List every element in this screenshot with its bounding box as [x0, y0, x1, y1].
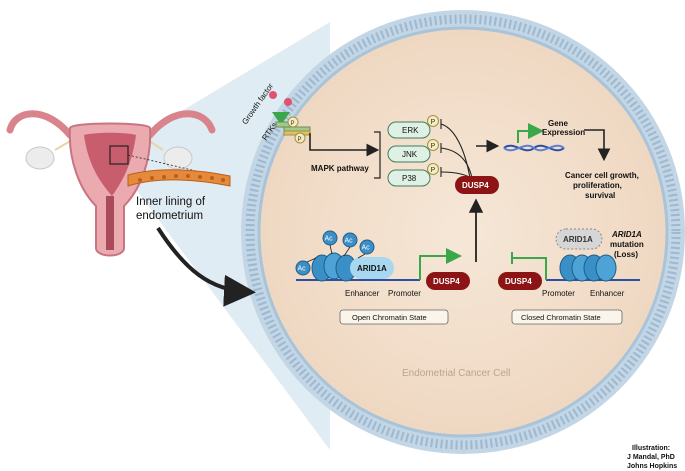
svg-text:P: P	[298, 137, 302, 143]
closed-enhancer-label: Enhancer	[590, 289, 625, 298]
open-chromatin: ARID1A Ac Ac Ac Ac	[295, 230, 462, 282]
dusp4-inhibition-lines	[440, 119, 475, 181]
jnk-node: JNK P	[387, 139, 439, 163]
svg-text:JNK: JNK	[402, 150, 418, 159]
svg-text:Ac: Ac	[345, 238, 354, 245]
kinase-bracket	[374, 131, 381, 179]
outcome-label-1: Cancer cell growth,	[565, 171, 639, 180]
svg-text:P: P	[431, 119, 436, 126]
erk-node: ERK P	[387, 115, 439, 139]
mutation-label-2: mutation	[610, 240, 644, 249]
svg-text:DUSP4: DUSP4	[433, 277, 460, 286]
credit-line-1: Illustration:	[632, 445, 670, 452]
svg-text:Closed Chromatin State: Closed Chromatin State	[521, 313, 601, 322]
dusp4-open-gene: DUSP4	[426, 272, 470, 290]
svg-text:ERK: ERK	[402, 126, 419, 135]
zoom-box	[109, 145, 129, 165]
uterus-icon	[6, 110, 227, 257]
cancer-cell	[241, 10, 685, 454]
svg-text:P: P	[431, 143, 436, 150]
credit-line-3: Johns Hopkins	[627, 463, 677, 470]
inner-lining-label-2: endometrium	[136, 210, 203, 222]
dusp4-cytoplasm: DUSP4	[455, 176, 499, 194]
p38-node: P38 P	[387, 163, 439, 187]
gene-promoter-arrow	[517, 123, 544, 143]
nucleosome-icon	[559, 254, 617, 282]
cell-name-label: Endometrial Cancer Cell	[402, 368, 510, 379]
mutation-label-1: ARID1A	[611, 230, 642, 239]
open-state-box: Open Chromatin State	[339, 309, 449, 325]
dusp4-closed-gene: DUSP4	[498, 272, 542, 290]
mapk-pathway-label: MAPK pathway	[311, 164, 369, 173]
mutation-label-3: (Loss)	[614, 250, 638, 259]
gene-expression-label-2: Expression	[542, 128, 585, 137]
growth-factor-icon	[269, 91, 292, 125]
svg-text:P: P	[291, 121, 295, 127]
svg-text:P: P	[431, 167, 436, 174]
dna-helix-icon	[503, 144, 565, 152]
svg-text:DUSP4: DUSP4	[505, 277, 532, 286]
rtk-to-mapk-arrow	[309, 133, 380, 157]
closed-state-box: Closed Chromatin State	[511, 309, 623, 325]
svg-text:DUSP4: DUSP4	[462, 181, 489, 190]
nucleosome-icon	[311, 252, 357, 282]
svg-text:Ac: Ac	[298, 266, 307, 273]
inner-lining-label-1: Inner lining of	[136, 196, 206, 208]
svg-text:P38: P38	[402, 174, 417, 183]
svg-text:Ac: Ac	[325, 236, 334, 243]
gene-expression-label-1: Gene	[548, 119, 569, 128]
endometrium-tissue-icon	[127, 169, 231, 187]
outcome-label-2: proliferation,	[573, 181, 622, 190]
closed-chromatin: ARID1A	[511, 228, 640, 282]
svg-text:ARID1A: ARID1A	[563, 235, 593, 244]
receptor-icon: P P	[275, 116, 311, 144]
open-enhancer-label: Enhancer	[345, 289, 380, 298]
svg-text:Open Chromatin State: Open Chromatin State	[352, 313, 427, 322]
svg-text:Ac: Ac	[362, 245, 371, 252]
closed-promoter-label: Promoter	[542, 289, 575, 298]
outcome-label-3: survival	[585, 191, 615, 200]
credit-line-2: J Mandal, PhD	[627, 454, 675, 461]
gene-to-outcome-arrow	[584, 129, 611, 162]
open-promoter-label: Promoter	[388, 289, 421, 298]
zoom-arrow	[156, 226, 256, 307]
svg-text:ARID1A: ARID1A	[357, 264, 387, 273]
